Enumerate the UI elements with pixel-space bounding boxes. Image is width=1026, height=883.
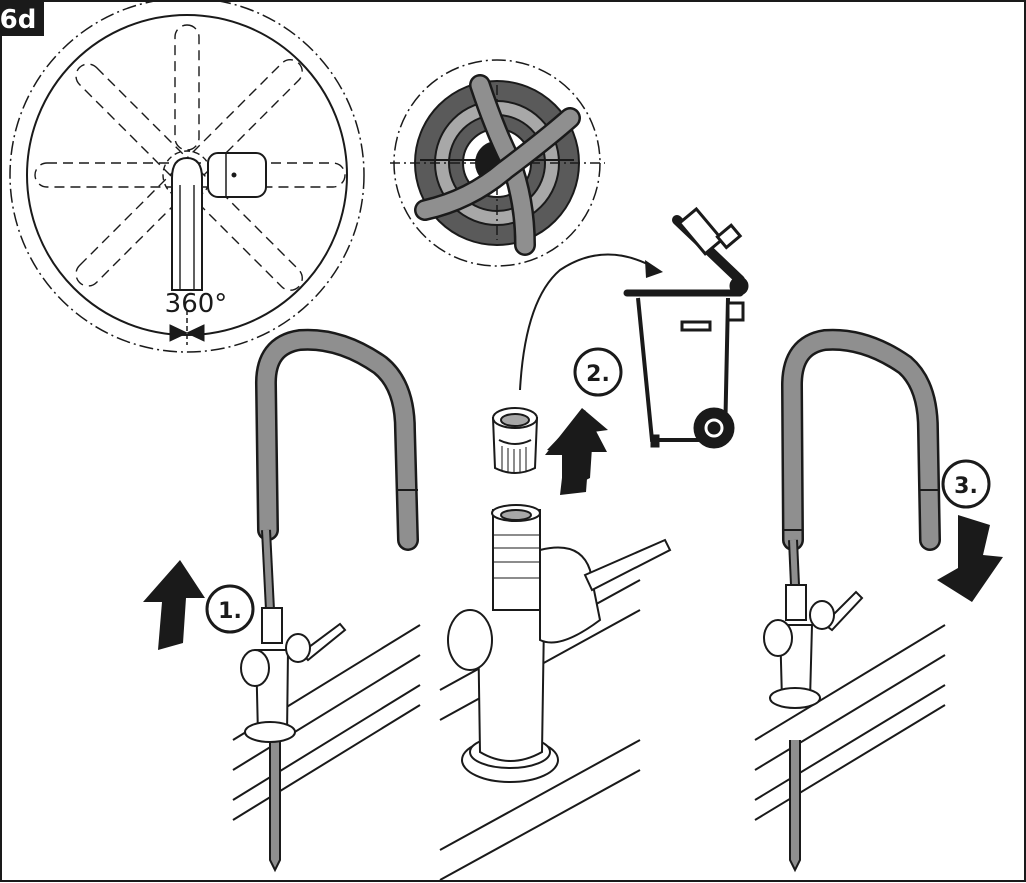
up-arrow-middle (547, 410, 607, 495)
step-3-badge: 3. (941, 459, 991, 509)
faucet-illustration-right (754, 328, 946, 873)
disposal-arrow (519, 253, 663, 391)
rotation-label: 360° (165, 289, 228, 319)
step-2-label: 2. (586, 362, 610, 387)
step-1-label: 1. (218, 599, 242, 624)
figure-label-text: 6d (0, 5, 36, 35)
step-2-badge: 2. (573, 347, 623, 397)
up-arrow-left (143, 560, 205, 650)
faucet-illustration-center (439, 504, 672, 881)
down-arrow-icon (937, 515, 1003, 602)
step-3-label: 3. (954, 474, 978, 499)
rotation-diagram (9, 0, 365, 353)
recycle-bin-icon (623, 206, 749, 449)
faucet-illustration-left (232, 328, 421, 873)
figure-label: 6d (0, 0, 44, 36)
step-1-badge: 1. (205, 584, 255, 634)
filter-cartridge (491, 407, 539, 474)
prohibited-filter-icon (390, 59, 605, 267)
